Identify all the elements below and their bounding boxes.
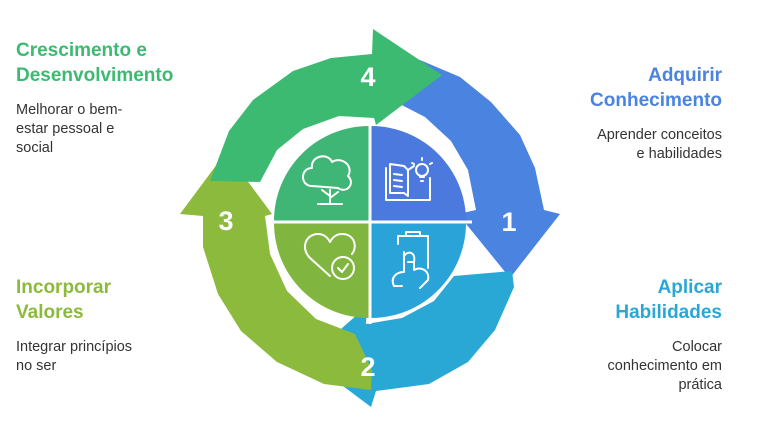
quadrant-apply	[371, 223, 466, 318]
title-line: Desenvolvimento	[16, 65, 174, 86]
title-line: Habilidades	[615, 302, 722, 323]
step-number-values: 3	[218, 206, 233, 236]
title-line: Crescimento e	[16, 40, 147, 61]
arrow-segment-growth	[210, 29, 442, 182]
step-title-values: Incorporar Valores	[16, 275, 216, 325]
desc-line: conhecimento em	[607, 358, 722, 374]
desc-line: Melhorar o bem-	[16, 102, 123, 118]
hand-clipboard-icon	[391, 231, 430, 289]
step-title-acquire: Adquirir Conhecimento	[502, 63, 722, 113]
desc-line: no ser	[16, 358, 57, 374]
step-number-acquire: 1	[501, 207, 516, 237]
quadrant-acquire	[371, 126, 466, 221]
arrow-segment-acquire	[378, 54, 560, 278]
desc-line: e habilidades	[636, 146, 722, 162]
book-idea-icon	[385, 157, 433, 201]
desc-line: estar pessoal e	[16, 121, 115, 137]
arrow-segment-values	[180, 152, 372, 390]
quadrant-values	[274, 223, 369, 318]
desc-line: Colocar	[672, 339, 722, 355]
title-line: Adquirir	[648, 65, 722, 86]
step-description-values: Integrar princípios no ser	[16, 338, 216, 376]
quadrant-growth	[274, 126, 369, 221]
step-description-acquire: Aprender conceitos e habilidades	[502, 126, 722, 164]
title-line: Conhecimento	[590, 90, 722, 111]
title-line: Incorporar	[16, 277, 112, 298]
title-line: Valores	[16, 302, 84, 323]
desc-line: Aprender conceitos	[597, 127, 722, 143]
heart-check-icon	[303, 233, 356, 280]
step-acquire-block: Adquirir Conhecimento Aprender conceitos…	[502, 63, 722, 164]
desc-line: Integrar princípios	[16, 339, 133, 355]
step-values-block: Incorporar Valores Integrar princípios n…	[16, 275, 216, 376]
step-title-growth: Crescimento e Desenvolvimento	[16, 38, 216, 88]
step-title-apply: Aplicar Habilidades	[522, 275, 722, 325]
desc-line: social	[16, 140, 54, 156]
tree-icon	[302, 155, 352, 205]
title-line: Aplicar	[657, 277, 722, 298]
step-number-apply: 2	[360, 352, 375, 382]
step-apply-block: Aplicar Habilidades Colocar conhecimento…	[522, 275, 722, 395]
step-number-growth: 4	[360, 62, 375, 92]
step-description-growth: Melhorar o bem- estar pessoal e social	[16, 101, 216, 158]
desc-line: prática	[678, 377, 722, 393]
step-growth-block: Crescimento e Desenvolvimento Melhorar o…	[16, 38, 216, 158]
step-description-apply: Colocar conhecimento em prática	[522, 338, 722, 395]
